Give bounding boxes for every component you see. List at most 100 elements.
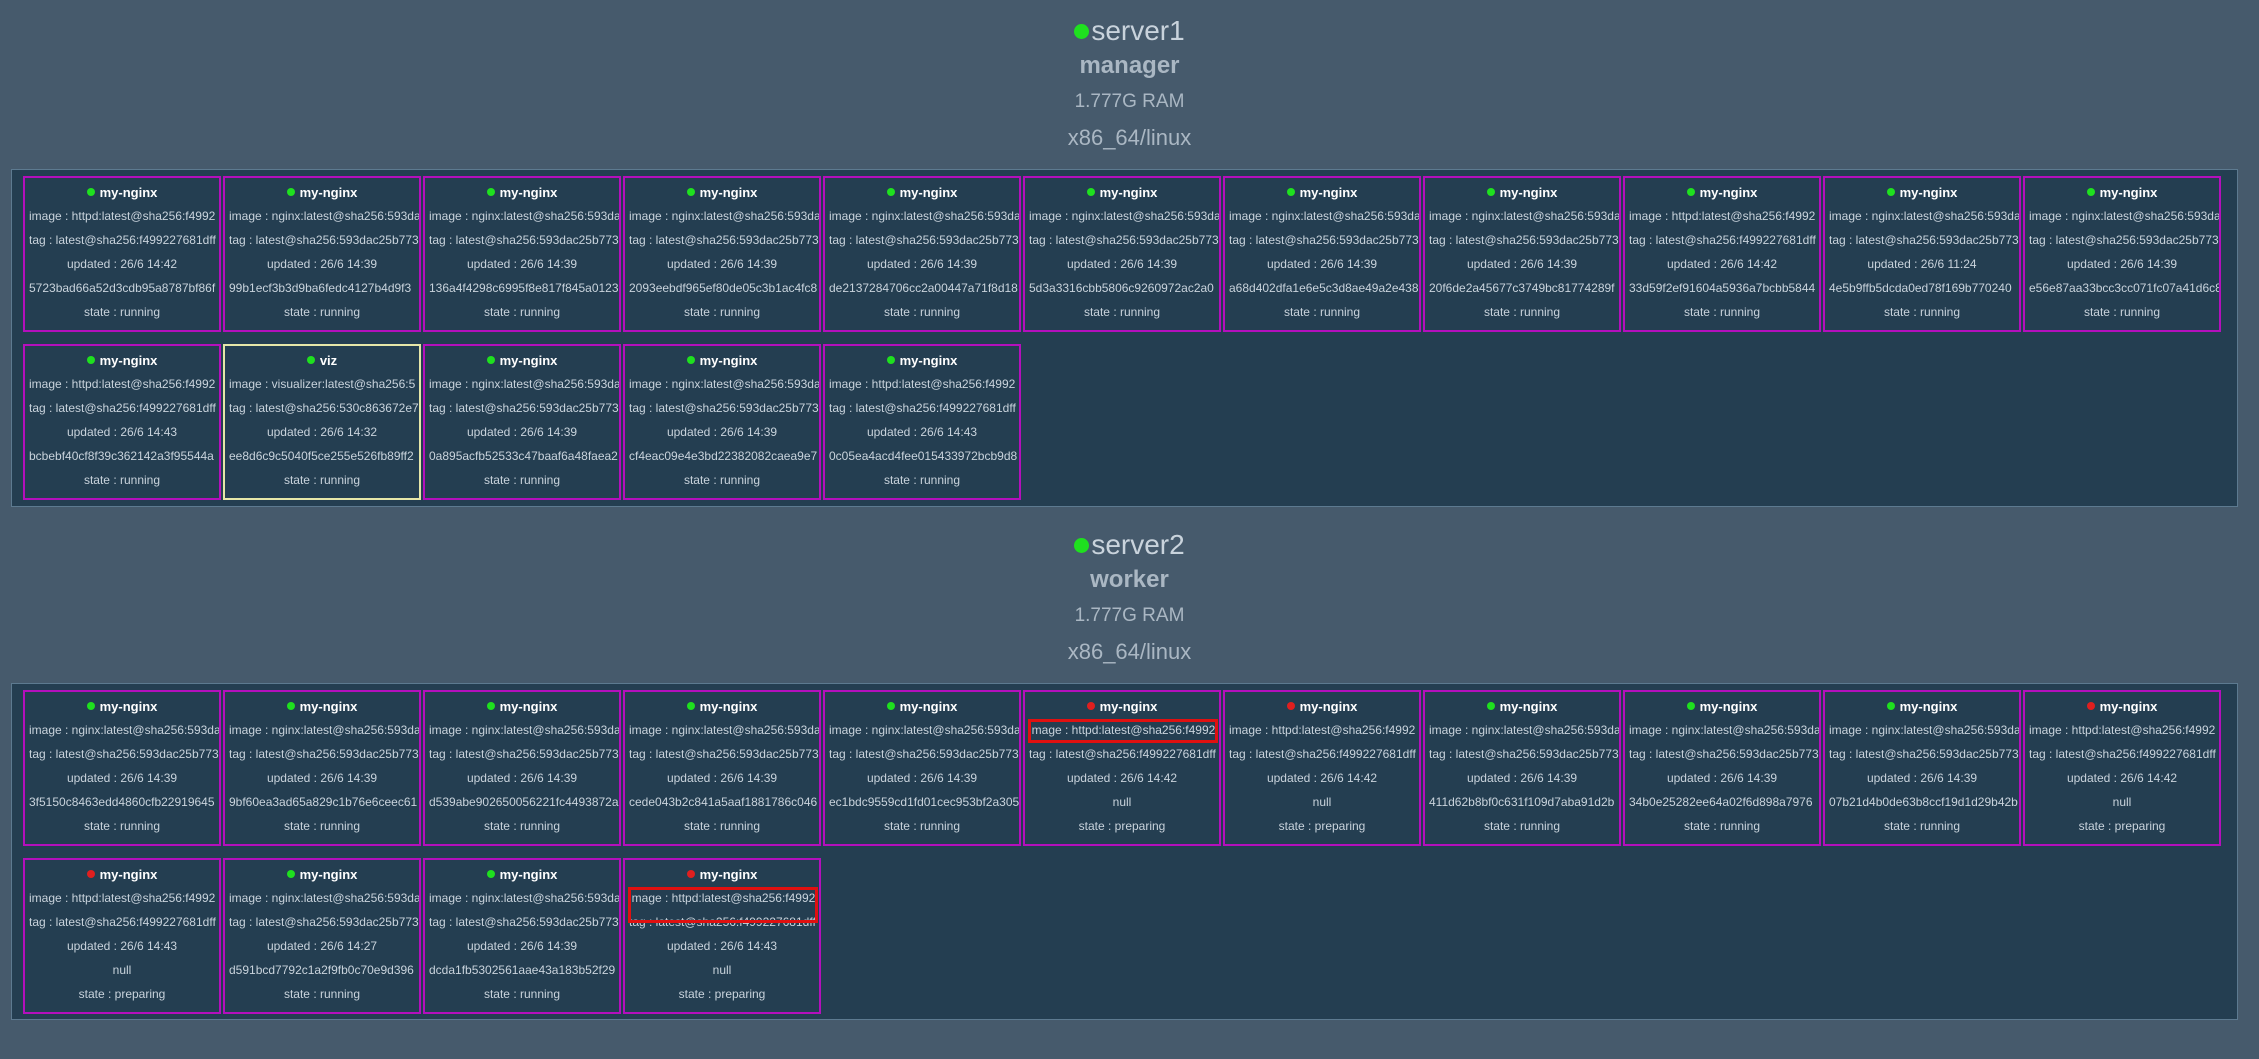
node-name: server1 (0, 14, 2259, 48)
task-updated: updated : 26/6 14:27 (266, 939, 378, 953)
task-name: my-nginx (299, 185, 358, 200)
task-name: my-nginx (499, 699, 558, 714)
task-tag: tag : latest@sha256:593dac25b773 (825, 746, 1019, 762)
task-container-id: cede043b2c841a5aaf1881786c046 (625, 794, 819, 810)
task-title: my-nginx (1425, 699, 1619, 714)
task-image-text: image : nginx:latest@sha256:593da (629, 209, 819, 223)
task-container-id: 136a4f4298c6995f8e817f845a0123 (425, 280, 619, 296)
task-card[interactable]: my-nginx image : nginx:latest@sha256:593d… (423, 690, 621, 846)
task-tag-text: tag : latest@sha256:593dac25b773 (1429, 233, 1619, 247)
task-image: image : visualizer:latest@sha256:5 (225, 376, 419, 392)
status-red-icon (2086, 702, 2095, 710)
task-name: my-nginx (1699, 185, 1758, 200)
task-name: my-nginx (499, 353, 558, 368)
status-green-icon (1286, 188, 1295, 196)
task-tag-text: tag : latest@sha256:f499227681dff (29, 401, 216, 415)
task-title: my-nginx (425, 867, 619, 882)
status-green-icon (86, 702, 95, 710)
task-state: state : running (883, 819, 961, 833)
task-tag-text: tag : latest@sha256:593dac25b773 (829, 747, 1019, 761)
task-image-text: image : nginx:latest@sha256:593da (429, 723, 619, 737)
task-container-id: 9bf60ea3ad65a829c1b76e6ceec61 (225, 794, 419, 810)
task-tag-text: tag : latest@sha256:530c863672e7 (229, 401, 419, 415)
task-updated: updated : 26/6 14:39 (866, 257, 978, 271)
task-container-id-text: 3f5150c8463edd4860cfb22919645 (29, 795, 215, 809)
task-name: my-nginx (499, 867, 558, 882)
task-state: state : running (683, 305, 761, 319)
task-tag: tag : latest@sha256:593dac25b773 (625, 232, 819, 248)
task-card[interactable]: my-nginx image : httpd:latest@sha256:f499… (823, 344, 1021, 500)
task-title: my-nginx (825, 353, 1019, 368)
task-card[interactable]: my-nginx image : nginx:latest@sha256:593d… (223, 176, 421, 332)
task-tag: tag : latest@sha256:593dac25b773 (425, 914, 619, 930)
task-image-text: image : httpd:latest@sha256:f4992 (29, 209, 216, 223)
task-state: state : running (483, 305, 561, 319)
task-container-id-text: cede043b2c841a5aaf1881786c046 (629, 795, 818, 809)
task-card[interactable]: my-nginx image : nginx:latest@sha256:593d… (623, 690, 821, 846)
task-title: my-nginx (1425, 185, 1619, 200)
task-image-text: image : httpd:latest@sha256:f4992 (29, 891, 216, 905)
task-image: image : httpd:latest@sha256:f4992 (825, 376, 1019, 392)
task-name: my-nginx (899, 185, 958, 200)
task-state: state : running (483, 987, 561, 1001)
task-updated: updated : 26/6 14:39 (1466, 257, 1578, 271)
task-tag-text: tag : latest@sha256:593dac25b773 (429, 233, 619, 247)
task-tag-text: tag : latest@sha256:593dac25b773 (229, 915, 419, 929)
task-tag: tag : latest@sha256:593dac25b773 (1825, 232, 2019, 248)
task-image-text: image : nginx:latest@sha256:593da (429, 209, 619, 223)
task-image-text: image : httpd:latest@sha256:f4992 (1029, 723, 1216, 737)
task-title: my-nginx (425, 353, 619, 368)
task-title: my-nginx (625, 353, 819, 368)
task-updated: updated : 26/6 14:39 (466, 939, 578, 953)
task-state: state : running (683, 473, 761, 487)
task-container-id-text: 34b0e25282ee64a02f6d898a7976 (1629, 795, 1813, 809)
task-container-id: 5d3a3316cbb5806c9260972ac2a0 (1025, 280, 1219, 296)
status-green-icon (306, 356, 315, 364)
task-container-id: d539abe902650056221fc4493872a (425, 794, 619, 810)
task-tag: tag : latest@sha256:f499227681dff (1025, 746, 1219, 762)
task-state: state : running (283, 305, 361, 319)
task-tag: tag : latest@sha256:593dac25b773 (225, 914, 419, 930)
task-tag-text: tag : latest@sha256:593dac25b773 (1629, 747, 1819, 761)
task-image-text: image : nginx:latest@sha256:593da (629, 723, 819, 737)
task-updated: updated : 26/6 14:43 (66, 939, 178, 953)
task-tag: tag : latest@sha256:593dac25b773 (1025, 232, 1219, 248)
task-image-text: image : visualizer:latest@sha256:5 (229, 377, 416, 391)
task-updated: updated : 26/6 14:39 (466, 425, 578, 439)
task-container-id-text: de2137284706cc2a00447a71f8d18 (829, 281, 1018, 295)
task-name: my-nginx (699, 699, 758, 714)
task-image-text: image : nginx:latest@sha256:593da (229, 209, 419, 223)
task-state: state : running (483, 819, 561, 833)
task-state: state : running (1683, 819, 1761, 833)
task-image: image : nginx:latest@sha256:593da (1825, 722, 2019, 738)
task-tag: tag : latest@sha256:593dac25b773 (425, 746, 619, 762)
status-green-icon (286, 870, 295, 878)
